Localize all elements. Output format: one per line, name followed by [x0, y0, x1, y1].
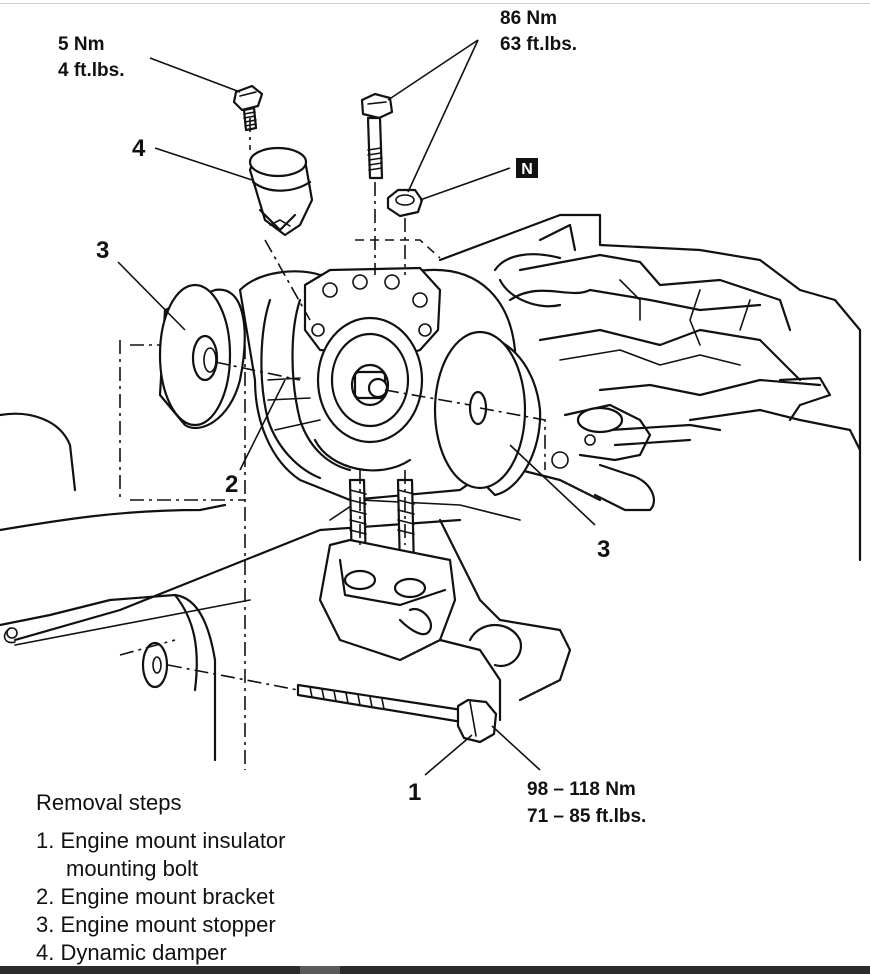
- leader-lines: [117, 39, 596, 776]
- callout-3-right: 3: [597, 536, 610, 563]
- torque-damper-bolt-ft: 4 ft.lbs.: [58, 60, 125, 81]
- nut-icon: [386, 188, 424, 218]
- stopper-right: [433, 330, 542, 497]
- legend-title: Removal steps: [36, 790, 182, 815]
- callout-1: 1: [408, 779, 421, 806]
- legend-item-2: 2. Engine mount bracket: [36, 884, 274, 909]
- bottom-bar-segment: [300, 966, 340, 974]
- callout-3-left: 3: [96, 237, 109, 264]
- top-rule: [0, 3, 870, 4]
- removal-steps-legend: Removal steps 1. Engine mount insulator …: [36, 790, 286, 965]
- new-part-badge: N: [516, 158, 538, 178]
- legend-item-3: 3. Engine mount stopper: [36, 912, 276, 937]
- torque-insulator-bolt-nm: 98 – 118 Nm: [527, 779, 636, 800]
- callout-2: 2: [225, 471, 238, 498]
- new-part-badge-label: N: [521, 161, 533, 178]
- torque-damper-bolt-nm: 5 Nm: [58, 34, 104, 55]
- legend-item-4: 4. Dynamic damper: [36, 940, 227, 965]
- legend-item-1: 1. Engine mount insulator: [36, 828, 286, 853]
- torque-bracket-ft: 63 ft.lbs.: [500, 34, 577, 55]
- engine-block: [329, 213, 862, 702]
- assembly-lines: [119, 118, 546, 770]
- top-bolt: [360, 92, 394, 180]
- damper-icon: [248, 146, 314, 237]
- bottom-bar: [0, 966, 870, 974]
- stopper-left: [158, 283, 246, 430]
- torque-insulator-bolt-ft: 71 – 85 ft.lbs.: [527, 806, 646, 827]
- engine-side-mount: [318, 538, 502, 722]
- bolt-icon: [232, 84, 264, 132]
- insulator-mounting-bolt: [296, 683, 498, 744]
- washer-icon: [141, 641, 169, 689]
- torque-bracket-nm: 86 Nm: [500, 8, 557, 29]
- callout-4: 4: [132, 135, 146, 162]
- legend-item-1-cont: mounting bolt: [66, 856, 198, 881]
